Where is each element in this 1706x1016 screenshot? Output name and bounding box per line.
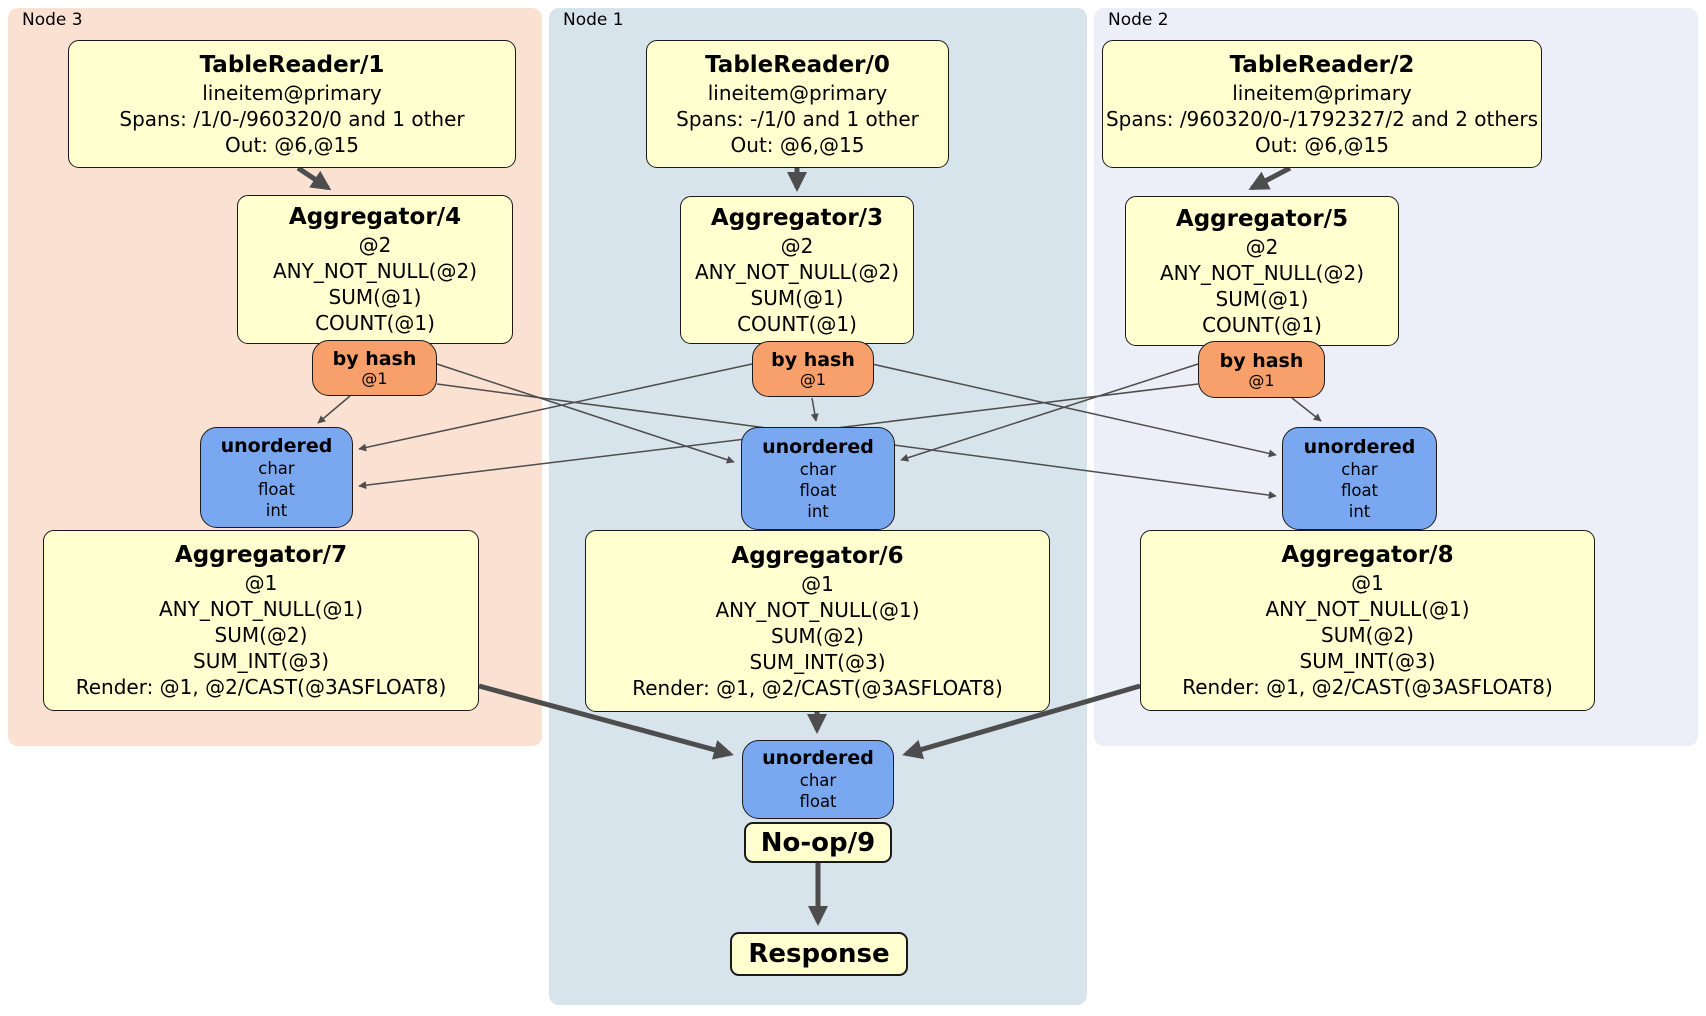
box-line: lineitem@primary [707, 80, 888, 105]
box-line: SUM_INT(@3) [193, 649, 329, 673]
box-title: Response [748, 939, 890, 969]
sync-title: unordered [762, 747, 874, 769]
byhash-router-node1: by hash @1 [752, 341, 874, 397]
sync-line: char [1341, 459, 1378, 479]
box-title: Aggregator/4 [288, 204, 462, 230]
sync-title: unordered [762, 435, 874, 458]
unordered-sync-node1: unordered char float int [741, 427, 895, 530]
box-title: No-op/9 [760, 827, 876, 858]
sync-line: float [799, 792, 837, 811]
noop-box: No-op/9 [744, 822, 892, 863]
box-line: SUM(@1) [750, 285, 844, 310]
box-line: ANY_NOT_NULL(@1) [159, 597, 363, 621]
box-line: ANY_NOT_NULL(@1) [1265, 597, 1470, 621]
box-line: ANY_NOT_NULL(@2) [1160, 260, 1364, 285]
aggregator-8-box: Aggregator/8 @1 ANY_NOT_NULL(@1) SUM(@2)… [1140, 530, 1595, 711]
router-line: @1 [799, 370, 827, 389]
aggregator-3-box: Aggregator/3 @2 ANY_NOT_NULL(@2) SUM(@1)… [680, 196, 914, 344]
router-title: by hash [332, 348, 417, 370]
box-line: ANY_NOT_NULL(@2) [273, 259, 477, 283]
box-line: Out: @6,@15 [1255, 132, 1389, 157]
byhash-router-node3: by hash @1 [312, 340, 437, 396]
box-title: Aggregator/3 [710, 204, 884, 231]
box-line: Render: @1, @2/CAST(@3ASFLOAT8) [632, 675, 1003, 700]
box-line: Render: @1, @2/CAST(@3ASFLOAT8) [1182, 675, 1553, 699]
box-line: @2 [780, 233, 814, 258]
sync-line: int [265, 500, 288, 520]
box-line: SUM(@2) [214, 623, 308, 647]
box-line: Out: @6,@15 [730, 132, 865, 157]
sync-line: float [257, 479, 296, 499]
sync-title: unordered [220, 434, 333, 457]
unordered-sync-node2: unordered char float int [1282, 427, 1437, 530]
box-line: COUNT(@1) [737, 311, 857, 336]
router-title: by hash [1219, 349, 1304, 372]
box-title: TableReader/1 [199, 51, 385, 78]
sync-line: int [807, 501, 829, 521]
box-title: Aggregator/7 [174, 542, 348, 568]
sync-line: char [799, 771, 837, 790]
response-box: Response [730, 932, 908, 976]
box-line: SUM(@2) [771, 623, 864, 648]
unordered-sync-node3: unordered char float int [200, 427, 353, 528]
aggregator-7-box: Aggregator/7 @1 ANY_NOT_NULL(@1) SUM(@2)… [43, 530, 479, 711]
sync-line: int [1348, 501, 1371, 521]
router-line: @1 [1248, 370, 1275, 390]
final-unordered-sync: unordered char float [742, 740, 894, 819]
router-line: @1 [361, 369, 388, 388]
box-title: Aggregator/6 [731, 542, 904, 569]
router-title: by hash [771, 349, 855, 371]
box-line: @2 [1245, 234, 1279, 259]
table-reader-0-box: TableReader/0 lineitem@primary Spans: -/… [646, 40, 949, 168]
node2-label: Node 2 [1108, 10, 1169, 30]
box-line: ANY_NOT_NULL(@1) [715, 597, 920, 622]
box-line: Render: @1, @2/CAST(@3ASFLOAT8) [75, 675, 447, 699]
sync-line: float [799, 480, 837, 500]
box-line: Out: @6,@15 [225, 132, 359, 157]
box-line: Spans: /1/0-/960320/0 and 1 other [119, 106, 465, 131]
box-line: SUM(@2) [1321, 623, 1414, 647]
box-line: lineitem@primary [202, 80, 382, 105]
aggregator-4-box: Aggregator/4 @2 ANY_NOT_NULL(@2) SUM(@1)… [237, 195, 513, 344]
box-line: SUM_INT(@3) [1299, 649, 1436, 673]
aggregator-6-box: Aggregator/6 @1 ANY_NOT_NULL(@1) SUM(@2)… [585, 530, 1050, 712]
box-line: COUNT(@1) [315, 311, 435, 335]
sync-title: unordered [1303, 435, 1416, 458]
table-reader-1-box: TableReader/1 lineitem@primary Spans: /1… [68, 40, 516, 168]
box-line: SUM_INT(@3) [749, 649, 886, 674]
node1-label: Node 1 [563, 10, 624, 30]
box-line: SUM(@1) [1215, 286, 1309, 311]
sync-line: float [1340, 480, 1379, 500]
box-line: @1 [801, 571, 834, 596]
box-line: @1 [244, 571, 278, 595]
sync-line: char [799, 459, 837, 479]
box-title: Aggregator/5 [1175, 205, 1349, 232]
box-line: SUM(@1) [328, 285, 422, 309]
box-line: @1 [1351, 571, 1384, 595]
aggregator-5-box: Aggregator/5 @2 ANY_NOT_NULL(@2) SUM(@1)… [1125, 196, 1399, 346]
box-line: Spans: /960320/0-/1792327/2 and 2 others [1105, 106, 1538, 131]
table-reader-2-box: TableReader/2 lineitem@primary Spans: /9… [1102, 40, 1542, 168]
node3-label: Node 3 [22, 10, 83, 30]
box-line: @2 [358, 233, 392, 257]
sync-line: char [258, 458, 295, 478]
box-line: lineitem@primary [1232, 80, 1412, 105]
box-title: TableReader/2 [1229, 51, 1415, 78]
byhash-router-node2: by hash @1 [1198, 341, 1325, 398]
box-title: TableReader/0 [705, 51, 890, 78]
box-title: Aggregator/8 [1281, 542, 1454, 568]
box-line: Spans: -/1/0 and 1 other [676, 106, 919, 131]
box-line: COUNT(@1) [1202, 312, 1322, 337]
box-line: ANY_NOT_NULL(@2) [695, 259, 899, 284]
